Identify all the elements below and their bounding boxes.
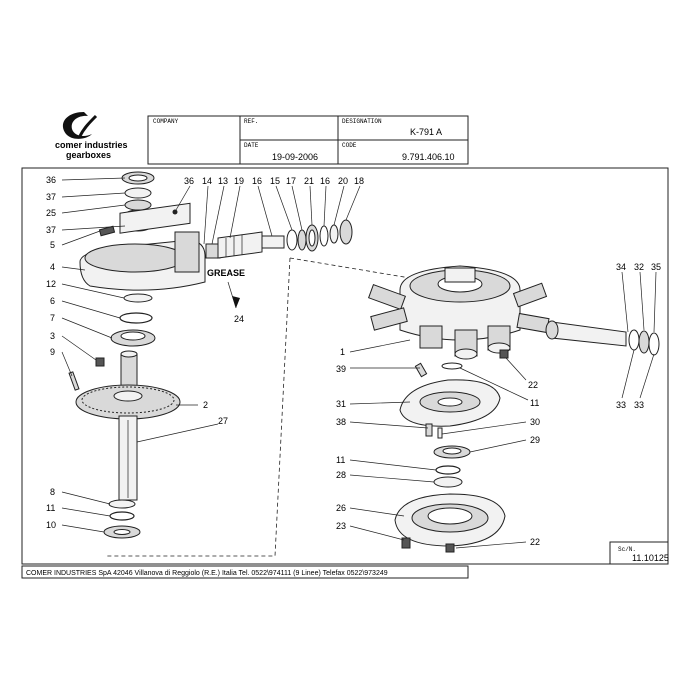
callout-13: 13 [218, 176, 228, 186]
grease-arrow [232, 296, 240, 308]
callout-38: 38 [336, 417, 346, 427]
sheet-box [609, 541, 669, 565]
callout-11a: 11 [46, 503, 55, 513]
callout-39: 39 [336, 364, 346, 374]
designation-value: K-791 A [410, 127, 442, 137]
callout-28: 28 [336, 470, 346, 480]
callout-20: 20 [338, 176, 348, 186]
callout-29: 29 [530, 435, 540, 445]
callout-30: 30 [530, 417, 540, 427]
assembly-dashline-top [289, 257, 411, 279]
callout-33a: 33 [616, 400, 626, 410]
title-block [147, 115, 469, 165]
callout-11c: 11 [336, 455, 345, 465]
ref-label: REF. [244, 118, 258, 125]
callout-11b: 11 [530, 398, 539, 408]
callout-34: 34 [616, 262, 626, 272]
callout-24: 24 [234, 314, 244, 324]
callout-10: 10 [46, 520, 56, 530]
callout-25: 25 [46, 208, 56, 218]
footer-address: COMER INDUSTRIES SpA 42046 Villanova di … [26, 570, 388, 577]
callout-5: 5 [50, 240, 55, 250]
callout-19: 19 [234, 176, 244, 186]
callout-32: 32 [634, 262, 644, 272]
pinion-assembly [205, 219, 353, 259]
drawing-frame [21, 167, 669, 565]
callout-31: 31 [336, 399, 346, 409]
callout-16a: 16 [252, 176, 262, 186]
callout-22a: 22 [528, 380, 538, 390]
comer-logo [62, 112, 98, 139]
callout-2: 2 [203, 400, 208, 410]
callout-22b: 22 [530, 537, 540, 547]
callout-33b: 33 [634, 400, 644, 410]
leader-lines [61, 177, 657, 549]
callout-36b: 36 [184, 176, 194, 186]
callout-14: 14 [202, 176, 212, 186]
callout-17: 17 [286, 176, 296, 186]
side-shaft [545, 320, 660, 356]
callout-8: 8 [50, 487, 55, 497]
callout-21: 21 [304, 176, 314, 186]
callout-23: 23 [336, 521, 346, 531]
code-value: 9.791.406.10 [402, 152, 455, 162]
callout-7: 7 [50, 313, 55, 323]
callout-12: 12 [46, 279, 56, 289]
callout-9: 9 [50, 347, 55, 357]
callout-6: 6 [50, 296, 55, 306]
footer-box [21, 565, 469, 579]
callout-1: 1 [340, 347, 345, 357]
callout-4: 4 [50, 262, 55, 272]
company-label: COMPANY [153, 118, 179, 125]
assembly-dashline [106, 257, 291, 557]
callout-3: 3 [50, 331, 55, 341]
designation-label: DESIGNATION [342, 118, 382, 125]
gearbox-housing [367, 265, 550, 360]
code-label: CODE [342, 142, 357, 149]
callout-18: 18 [354, 176, 364, 186]
sheet-label: Sc/N. [618, 546, 636, 553]
callout-35: 35 [651, 262, 661, 272]
sheet-number: 11.10125 [632, 553, 669, 563]
callout-36a: 36 [46, 175, 56, 185]
date-label: DATE [244, 142, 259, 149]
callout-15: 15 [270, 176, 280, 186]
callout-16b: 16 [320, 176, 330, 186]
callout-37a: 37 [46, 192, 56, 202]
brand-name: comer industries [55, 140, 128, 150]
callout-27: 27 [218, 416, 228, 426]
brand-subtitle: gearboxes [66, 150, 111, 160]
callout-numbers: 36 37 25 37 5 4 12 6 7 3 9 2 27 8 11 10 … [46, 175, 661, 547]
callout-26: 26 [336, 503, 346, 513]
left-assembly [68, 171, 206, 539]
callout-37b: 37 [46, 225, 56, 235]
lower-right-assembly [394, 362, 506, 553]
date-value: 19-09-2006 [272, 152, 318, 162]
grease-note: GREASE [207, 268, 245, 278]
